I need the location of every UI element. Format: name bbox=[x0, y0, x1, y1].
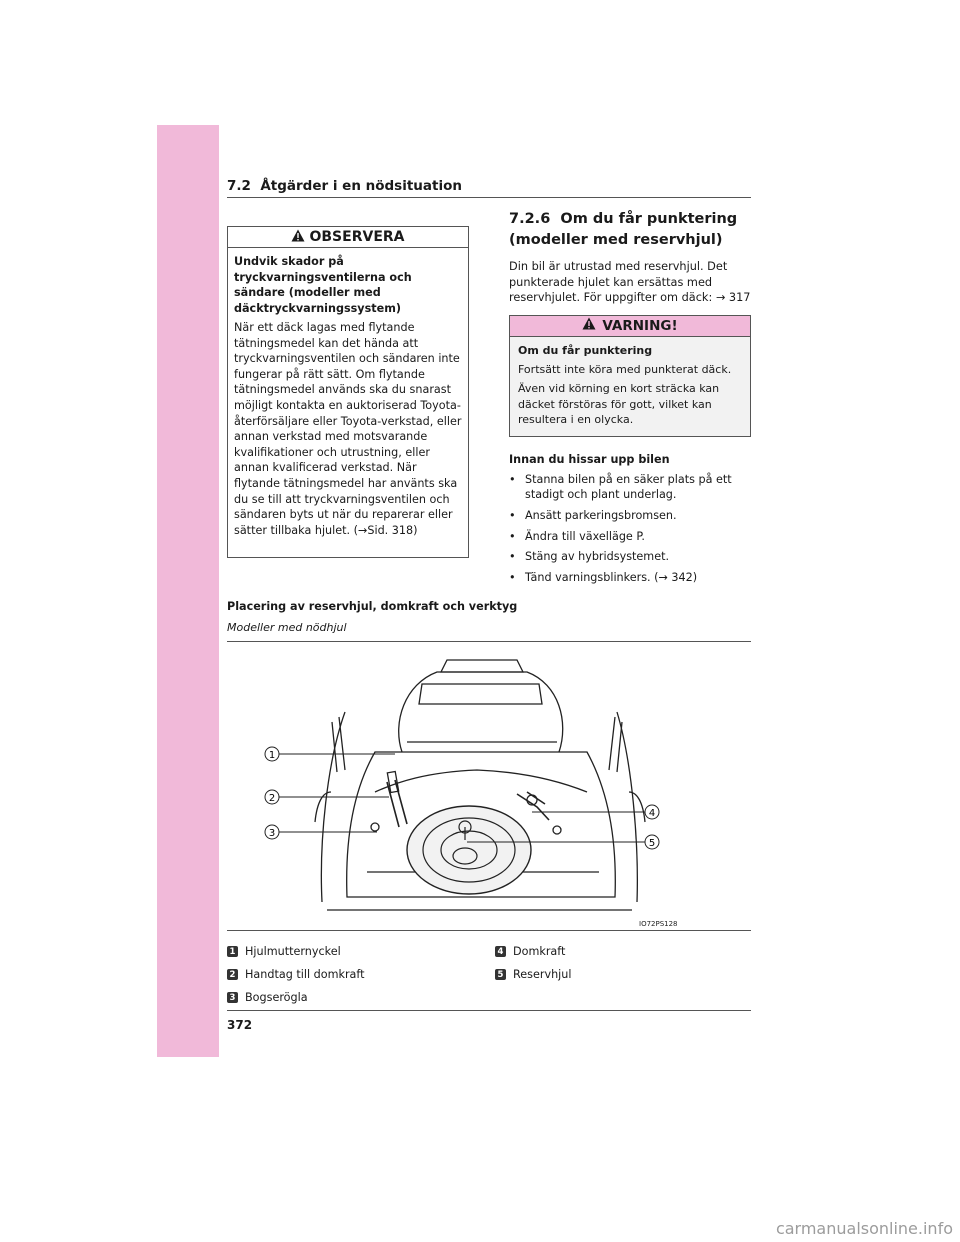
warning-triangle-icon bbox=[582, 317, 596, 334]
section-number: 7.2 bbox=[227, 178, 251, 194]
section-title: Åtgärder i en nödsituation bbox=[260, 178, 462, 194]
warning-triangle-icon bbox=[291, 229, 305, 246]
list-item: •Ändra till växelläge P. bbox=[509, 529, 645, 543]
svg-text:4: 4 bbox=[649, 808, 655, 819]
list-item: •Stanna bilen på en säker plats på ett s… bbox=[509, 472, 732, 502]
legend-item: 2 Handtag till domkraft bbox=[227, 963, 365, 986]
section-header: 7.2 Åtgärder i en nödsituation bbox=[227, 178, 462, 194]
list-item: •Tänd varningsblinkers. (→ 342) bbox=[509, 570, 698, 584]
svg-text:5: 5 bbox=[649, 838, 655, 849]
callout-3: 3 bbox=[264, 824, 280, 840]
heading-title: Om du får punktering (modeller med reser… bbox=[509, 211, 738, 248]
before-lift-title: Innan du hissar upp bilen bbox=[509, 452, 670, 466]
chapter-tab bbox=[157, 125, 219, 1057]
list-item: •Ansätt parkeringsbromsen. bbox=[509, 508, 677, 522]
observera-title: Undvik skador på tryckvarningsventilerna… bbox=[234, 255, 412, 315]
figure-code: IO72PS128 bbox=[639, 920, 678, 928]
right-column: 7.2.6 Om du får punktering (modeller med… bbox=[509, 209, 752, 590]
warning-text-2: Även vid körning en kort sträcka kan däc… bbox=[518, 382, 720, 426]
legend-item: 3 Bogserögla bbox=[227, 986, 365, 1009]
svg-text:1: 1 bbox=[269, 750, 275, 761]
warning-title: Om du får punktering bbox=[518, 343, 653, 357]
observera-label: OBSERVERA bbox=[309, 229, 405, 245]
header-rule bbox=[227, 197, 751, 198]
trunk-illustration: 1 2 3 4 5 IO72PS128 bbox=[227, 641, 751, 931]
footer-rule bbox=[227, 1010, 751, 1011]
observera-header: OBSERVERA bbox=[228, 227, 468, 248]
warning-label: VARNING! bbox=[602, 317, 678, 334]
section-heading: 7.2.6 Om du får punktering (modeller med… bbox=[509, 209, 752, 251]
legend-left: 1 Hjulmutternyckel 2 Handtag till domkra… bbox=[227, 940, 365, 1009]
legend-item: 1 Hjulmutternyckel bbox=[227, 940, 365, 963]
before-lift-list: •Stanna bilen på en säker plats på ett s… bbox=[509, 472, 752, 586]
observera-text: När ett däck lagas med flytande tätnings… bbox=[234, 321, 462, 537]
observera-box: OBSERVERA Undvik skador på tryckvarnings… bbox=[227, 226, 469, 558]
svg-text:3: 3 bbox=[269, 828, 275, 839]
list-item: •Stäng av hybridsystemet. bbox=[509, 550, 670, 564]
legend-item: 4 Domkraft bbox=[495, 940, 571, 963]
trunk-diagram: 1 2 3 4 5 IO72PS128 bbox=[264, 659, 678, 928]
callout-2: 2 bbox=[264, 789, 280, 805]
heading-number: 7.2.6 bbox=[509, 211, 551, 227]
warning-header: VARNING! bbox=[510, 315, 750, 337]
legend-right: 4 Domkraft 5 Reservhjul bbox=[495, 940, 571, 986]
page-number: 372 bbox=[227, 1018, 253, 1032]
intro-text: Din bil är utrustad med reservhjul. Det … bbox=[509, 260, 751, 305]
warning-text-1: Fortsätt inte köra med punkterat däck. bbox=[518, 362, 732, 376]
watermark: carmanualsonline.info bbox=[775, 1219, 953, 1238]
placement-title: Placering av reservhjul, domkraft och ve… bbox=[227, 600, 518, 613]
callout-4: 4 bbox=[644, 804, 660, 820]
callout-5: 5 bbox=[644, 834, 660, 850]
models-label: Modeller med nödhjul bbox=[227, 621, 347, 634]
legend-item: 5 Reservhjul bbox=[495, 963, 571, 986]
callout-1: 1 bbox=[264, 746, 280, 762]
svg-text:2: 2 bbox=[269, 793, 275, 804]
warning-box: VARNING! Om du får punktering Fortsätt i… bbox=[509, 314, 751, 437]
